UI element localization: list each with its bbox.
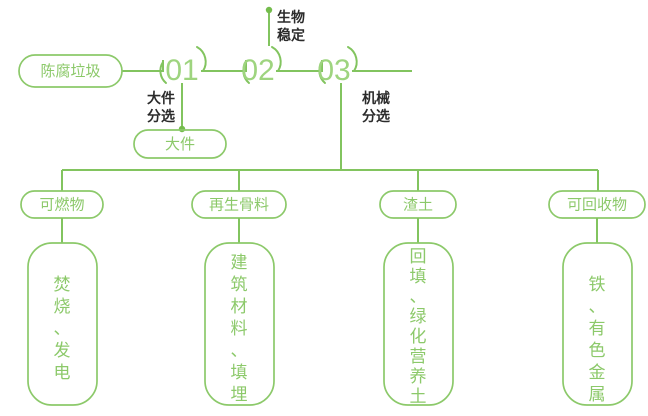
stage-label-01: 大件 分选 bbox=[147, 90, 175, 124]
output-detail-0: 焚 烧 、 发 电 bbox=[54, 275, 71, 382]
detail-char-3-2: 有 bbox=[589, 319, 606, 338]
node-source[interactable]: 陈腐垃圾 bbox=[18, 54, 123, 88]
detail-char-3-4: 金 bbox=[589, 363, 606, 382]
wire-pill-to-box-group bbox=[61, 218, 598, 243]
detail-char-3-0: 铁 bbox=[589, 275, 606, 294]
stage-label-02: 生物 稳定 bbox=[277, 9, 305, 43]
stage-label-01-line1: 大件 bbox=[147, 90, 175, 106]
detail-char-1-4: 、 bbox=[231, 341, 248, 360]
detail-char-2-2: 、 bbox=[410, 287, 427, 306]
node-output-box-2[interactable]: 回 填 、 绿 化 营 养 土 bbox=[383, 242, 454, 406]
stage-label-03: 机械 分选 bbox=[362, 90, 390, 124]
output-pill-label-0: 可燃物 bbox=[39, 195, 84, 213]
detail-char-0-1: 烧 bbox=[54, 297, 71, 316]
output-detail-1: 建 筑 材 料 、 填 埋 bbox=[231, 253, 248, 404]
stage-label-02-line1: 生物 bbox=[277, 9, 305, 25]
detail-char-1-5: 填 bbox=[231, 363, 248, 382]
detail-char-1-1: 筑 bbox=[231, 275, 248, 294]
output-pill-label-2: 渣土 bbox=[403, 196, 433, 213]
detail-char-2-6: 养 bbox=[410, 367, 427, 386]
detail-char-0-4: 电 bbox=[54, 363, 71, 382]
detail-char-3-1: 、 bbox=[589, 297, 606, 316]
arc-stage-02 bbox=[242, 46, 282, 84]
node-output-box-3[interactable]: 铁 、 有 色 金 属 bbox=[562, 242, 633, 406]
dot-stage-02 bbox=[265, 6, 273, 14]
arc-stage-03 bbox=[318, 46, 358, 84]
output-pill-label-1: 再生骨料 bbox=[209, 196, 269, 213]
detail-char-0-0: 焚 bbox=[54, 275, 71, 294]
detail-char-2-7: 土 bbox=[410, 387, 427, 406]
detail-char-2-4: 化 bbox=[410, 327, 427, 346]
wire-stage-02-to-03 bbox=[276, 60, 323, 72]
distribution-bar bbox=[61, 169, 599, 191]
stage-label-03-line1: 机械 bbox=[362, 90, 390, 106]
node-output-pill-2[interactable]: 渣土 bbox=[379, 190, 457, 219]
node-output-pill-1[interactable]: 再生骨料 bbox=[191, 190, 287, 219]
detail-char-3-5: 属 bbox=[589, 385, 606, 404]
stage-label-01-line2: 分选 bbox=[147, 108, 175, 124]
detail-char-0-2: 、 bbox=[54, 319, 71, 338]
output-pill-label-3: 可回收物 bbox=[567, 196, 627, 213]
detail-char-1-6: 埋 bbox=[231, 385, 248, 404]
stage-label-03-line2: 分选 bbox=[362, 108, 390, 124]
stage-number-02: 02 bbox=[241, 54, 274, 87]
detail-char-1-2: 材 bbox=[231, 297, 248, 316]
node-output-pill-3[interactable]: 可回收物 bbox=[548, 190, 646, 219]
detail-char-0-3: 发 bbox=[54, 341, 71, 360]
source-label: 陈腐垃圾 bbox=[40, 62, 100, 80]
detail-char-2-0: 回 bbox=[410, 247, 427, 266]
stage-number-01: 01 bbox=[165, 54, 198, 87]
detail-char-3-3: 色 bbox=[589, 341, 606, 360]
detail-char-1-0: 建 bbox=[231, 253, 248, 272]
wire-stage-01-dropper bbox=[178, 83, 186, 133]
node-output-box-0[interactable]: 焚 烧 、 发 电 bbox=[27, 242, 98, 406]
wire-stage-02-riser bbox=[265, 6, 273, 46]
detail-char-2-5: 营 bbox=[410, 347, 427, 366]
detail-char-2-3: 绿 bbox=[410, 307, 427, 326]
node-branch-bulky[interactable]: 大件 bbox=[133, 129, 227, 159]
wire-source-to-stage-01 bbox=[122, 60, 164, 72]
branch-label: 大件 bbox=[165, 136, 195, 153]
node-output-pill-0[interactable]: 可燃物 bbox=[20, 190, 104, 219]
node-output-box-1[interactable]: 建 筑 材 料 、 填 埋 bbox=[204, 242, 275, 406]
stage-label-02-line2: 稳定 bbox=[277, 27, 305, 43]
dot-stage-01 bbox=[178, 125, 186, 133]
detail-char-2-1: 填 bbox=[410, 267, 427, 286]
wire-stage-01-to-02 bbox=[201, 60, 247, 72]
detail-char-1-3: 料 bbox=[231, 319, 248, 338]
output-detail-2: 回 填 、 绿 化 营 养 土 bbox=[410, 247, 427, 406]
output-detail-3: 铁 、 有 色 金 属 bbox=[589, 275, 606, 404]
arc-stage-01 bbox=[159, 46, 207, 84]
stage-number-03: 03 bbox=[317, 54, 350, 87]
